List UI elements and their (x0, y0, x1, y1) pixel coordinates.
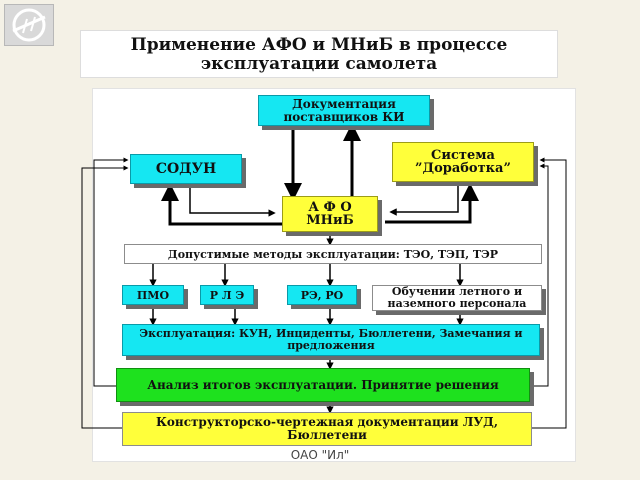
arrow-design-to-sodun (81, 165, 129, 429)
title-line-1: Применение АФО и МНиБ в процессе (130, 35, 508, 55)
box-pmo: ПМО (122, 285, 184, 305)
box-methods: Допустимые методы эксплуатации: ТЭО, ТЭП… (124, 244, 542, 264)
box-re-ro: РЭ, РО (287, 285, 357, 305)
slide-title: Применение АФО и МНиБ в процессе эксплуа… (80, 30, 558, 78)
box-sodun: СОДУН (130, 154, 242, 184)
title-line-2: эксплуатации самолета (200, 54, 438, 74)
box-operation: Эксплуатация: КУН, Инциденты, Бюллетени,… (122, 324, 540, 356)
box-system: Система ”Доработка” (392, 142, 534, 182)
box-rle: Р Л Э (200, 285, 254, 305)
arrow-analysis-to-system (530, 163, 549, 387)
box-design-docs: Конструкторско-чертежная документации ЛУ… (122, 412, 532, 446)
arrow-afo-to-system (385, 183, 479, 224)
arrow-sodun-to-afo (189, 184, 276, 217)
footer-company: ОАО "Ил" (290, 448, 350, 462)
company-logo-icon (4, 4, 54, 46)
box-afo-mnib: А Ф О МНиБ (282, 196, 378, 232)
arrow-analysis-to-sodun (93, 157, 129, 387)
box-training: Обучении летного и наземного персонала (372, 285, 542, 311)
box-analysis: Анализ итогов эксплуатации. Принятие реш… (116, 368, 530, 402)
arrow-design-to-system (510, 157, 567, 429)
arrow-afo-to-sodun (161, 183, 282, 226)
arrow-system-to-afo (389, 182, 459, 216)
box-documentation: Документация поставщиков КИ (258, 95, 430, 126)
